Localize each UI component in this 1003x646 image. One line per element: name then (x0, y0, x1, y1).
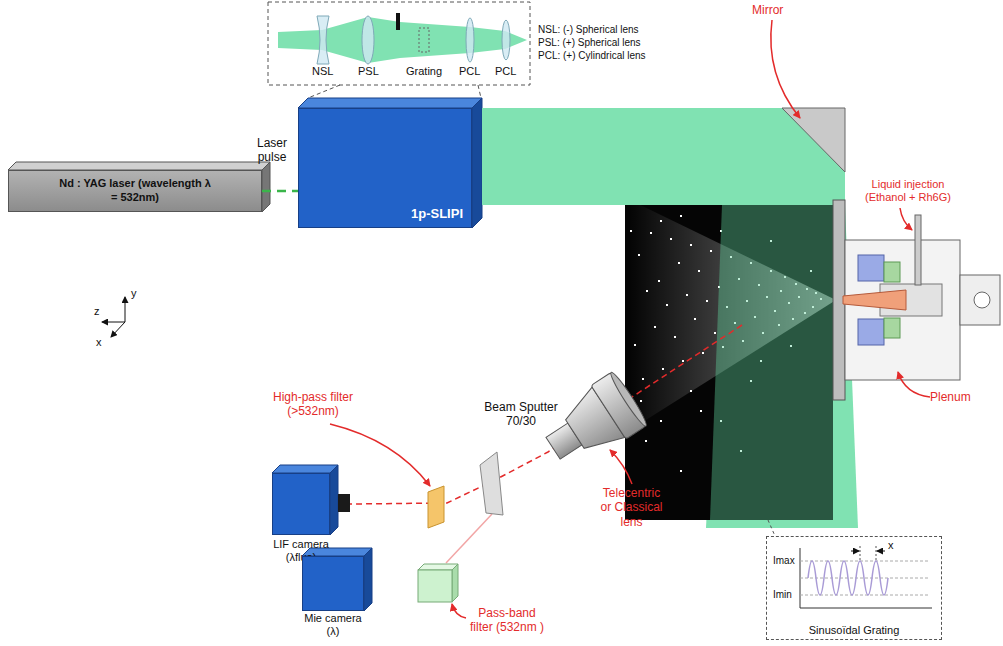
callout-arrow (771, 20, 800, 118)
callout-arrow (900, 208, 912, 230)
part-label: Beam Sputter 70/30 (484, 400, 558, 429)
camera-body: Mie camera(λ) (302, 556, 364, 611)
connector-port (974, 292, 990, 308)
cylindrical-lens (466, 18, 474, 62)
inset-leader (478, 85, 481, 98)
node-title: Nd : YAG laser (wavelength λ = 532nm) (55, 177, 215, 205)
part-label: Grating (406, 65, 442, 78)
laser-top-face (8, 162, 270, 170)
node-title: 1p-SLIPI (411, 206, 463, 221)
part-label: PSL: (+) Spherical lens (538, 37, 641, 49)
graph-axis (800, 608, 932, 609)
slipi-top-face (298, 98, 482, 108)
filter-side-face (452, 564, 458, 602)
telecentric-lens (536, 370, 650, 475)
part-label: x (888, 539, 894, 552)
camera-top-face (272, 465, 338, 473)
mirror (782, 108, 845, 172)
callout-label: Liquid injection (Ethanol + Rh6G) (856, 178, 960, 204)
plenum-connector (960, 275, 1000, 325)
positive-spherical-lens (362, 16, 374, 64)
laser-side-face (262, 162, 270, 212)
callout-label: Pass-band filter (532nm ) (468, 606, 546, 635)
callout-arrow (452, 604, 466, 618)
node-title: Sinusoïdal Grating (767, 624, 941, 636)
node-subtitle: (λ) (273, 625, 393, 638)
slipi-box: 1p-SLIPI (298, 108, 472, 228)
callout-arrow (610, 450, 632, 484)
beam-splitter (480, 452, 503, 515)
camera-side-face (364, 548, 372, 611)
injector-part (884, 262, 900, 282)
injector-part (858, 255, 884, 281)
camera-side-face (330, 465, 338, 535)
grating-stop (396, 13, 400, 30)
axis-z (102, 322, 125, 323)
period-tick (876, 546, 877, 561)
injector-part (884, 318, 900, 338)
part-label: x (96, 336, 102, 349)
grating-plate (419, 28, 429, 52)
period-arrow (851, 551, 859, 552)
camera-lens (338, 494, 350, 512)
filter-top-face (418, 564, 458, 570)
part-label: Imin (773, 589, 792, 601)
inset-beam (278, 17, 527, 63)
part-label: NSL (312, 65, 333, 78)
node-title: Mie camera (273, 612, 393, 625)
part-label: Imax (773, 555, 795, 567)
callout-label: Plenum (930, 390, 971, 404)
laser-beam (482, 108, 845, 205)
edge-label: Laser pulse (250, 136, 294, 165)
period-tick (860, 546, 861, 561)
part-label: PCL (495, 65, 516, 78)
nozzle (843, 290, 906, 310)
lens-glass (608, 370, 650, 428)
part-label: NSL: (-) Spherical lens (538, 24, 639, 36)
inset-leader (308, 85, 340, 98)
grating-inset: Sinusoïdal Grating (766, 536, 942, 640)
part-label: PSL (358, 65, 379, 78)
detection-axis (350, 325, 742, 504)
imax-line (800, 561, 928, 562)
part-label: PCL: (+) Cylindrical lens (538, 50, 646, 62)
slipi-side-face (472, 98, 482, 228)
axis-y (125, 297, 126, 322)
laser-sheet-on-image (710, 205, 833, 520)
callout-label: Telecentric or Classical lens (598, 486, 665, 529)
high-pass-filter (428, 486, 444, 528)
camera-caption: Mie camera(λ) (273, 612, 393, 638)
callout-arrow (898, 372, 930, 397)
node-title: LIF camera (241, 538, 361, 551)
cylindrical-lens (502, 20, 510, 60)
axis-x (111, 322, 125, 337)
sinusoid (808, 561, 888, 595)
reflected-path (446, 514, 492, 563)
negative-spherical-lens (317, 16, 329, 64)
period-arrow (877, 551, 885, 552)
camera-body: LIF camera(λfluo) (272, 473, 330, 535)
laser-box: Nd : YAG laser (wavelength λ = 532nm) (8, 170, 262, 212)
callout-label: Mirror (752, 3, 783, 17)
part-label: PCL (459, 65, 480, 78)
callout-label: High-pass filter (>532nm) (270, 390, 356, 419)
callout-arrow (330, 424, 430, 486)
injector-part (858, 319, 884, 345)
laser-pulse-line (262, 190, 298, 193)
optics-inset-frame (268, 2, 530, 85)
inset-leader (768, 520, 775, 536)
part-label: y (131, 287, 137, 300)
part-label: z (94, 305, 100, 318)
pass-band-filter (418, 570, 452, 602)
injection-tube (915, 215, 921, 285)
